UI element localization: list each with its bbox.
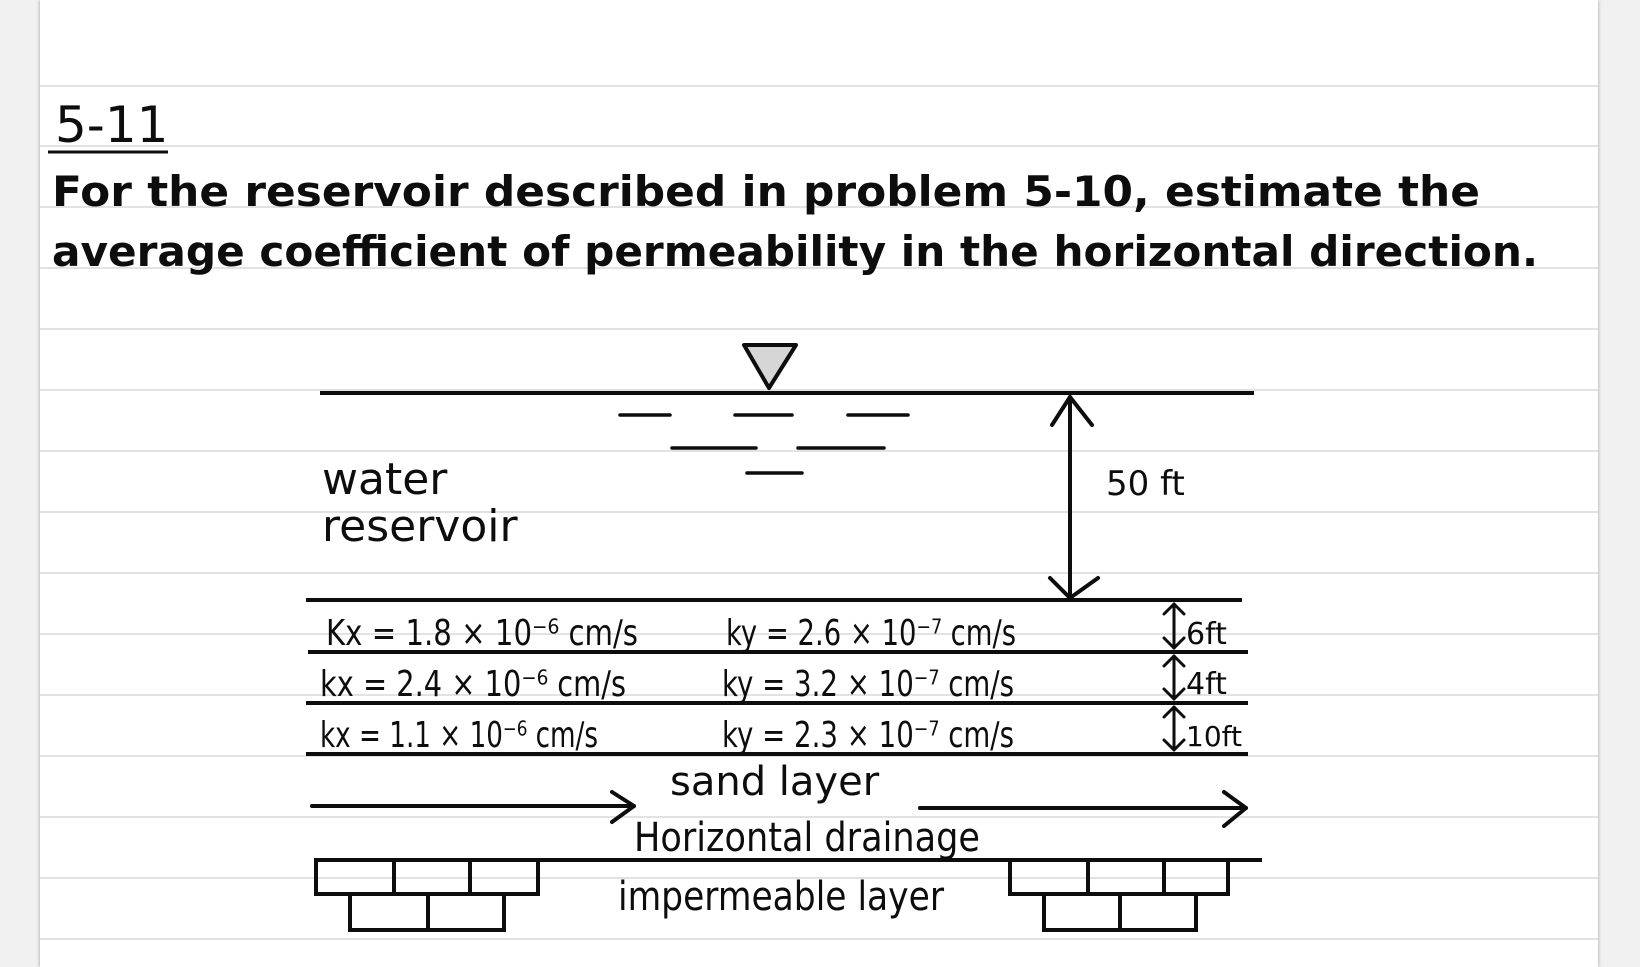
notebook-page: 5-11 For the reservoir described in prob… — [40, 0, 1598, 967]
layer-3-ky: ky = 2.3 × 10⁻⁷ cm/s — [722, 715, 1014, 756]
problem-text-line-1: For the reservoir described in problem 5… — [52, 167, 1480, 216]
water-depth-label: 50 ft — [1106, 464, 1185, 504]
layer-2-thickness: 4ft — [1186, 667, 1227, 702]
layer-2-ky: ky = 3.2 × 10⁻⁷ cm/s — [722, 664, 1014, 705]
layer-1-thickness: 6ft — [1186, 617, 1227, 652]
layer-3-thickness: 10ft — [1186, 720, 1242, 753]
impermeable-brick-right-icon — [1008, 858, 1230, 932]
layer-1-ky: ky = 2.6 × 10⁻⁷ cm/s — [726, 613, 1016, 654]
ruled-lines — [40, 85, 1598, 940]
problem-sheet: 5-11 For the reservoir described in prob… — [40, 85, 1598, 940]
water-depth-dimension-arrow — [1048, 395, 1100, 600]
water-ripple-marks — [618, 413, 910, 475]
horizontal-drainage-label: Horizontal drainage — [634, 815, 980, 861]
problem-number: 5-11 — [55, 96, 168, 154]
problem-text-line-2: average coefficient of permeability in t… — [52, 227, 1538, 276]
impermeable-brick-left-icon — [314, 858, 540, 932]
water-level-triangle-icon — [742, 343, 798, 390]
layer-3-kx: kx = 1.1 × 10⁻⁶ cm/s — [320, 715, 598, 756]
layer-2-kx: kx = 2.4 × 10⁻⁶ cm/s — [320, 664, 626, 705]
drainage-arrows — [310, 790, 1248, 828]
sand-layer-label: sand layer — [670, 759, 880, 805]
impermeable-layer-label: impermeable layer — [618, 874, 944, 920]
soil-layer-boundaries — [306, 598, 1248, 756]
layer-1-kx: Kx = 1.8 × 10⁻⁶ cm/s — [326, 613, 638, 654]
layer-thickness-arrows — [1162, 602, 1186, 752]
reservoir-label-line-1: water — [322, 454, 448, 505]
reservoir-label-line-2: reservoir — [322, 501, 518, 552]
